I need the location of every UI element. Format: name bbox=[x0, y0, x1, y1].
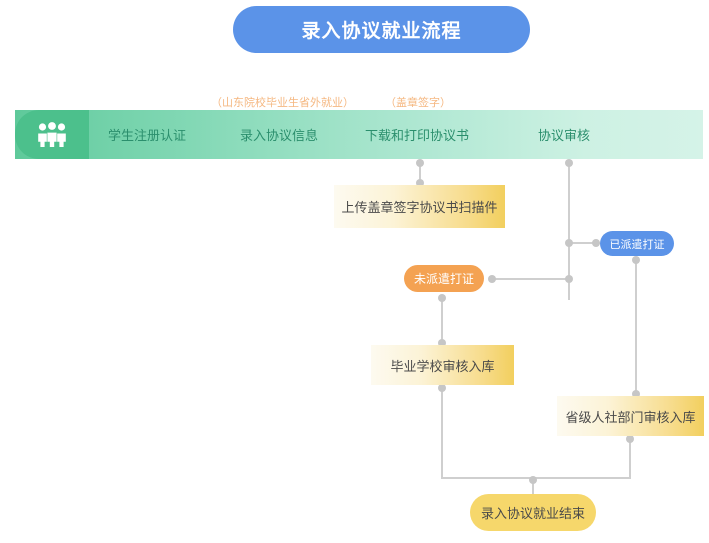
page-title: 录入协议就业流程 bbox=[233, 6, 530, 53]
node-end[interactable]: 录入协议就业结束 bbox=[470, 494, 596, 531]
stage-step-3[interactable]: 协议审核 bbox=[538, 128, 591, 143]
node-province-review[interactable]: 省级人社部门审核入库 bbox=[557, 396, 704, 436]
annotation-shandong: （山东院校毕业生省外就业） bbox=[211, 97, 354, 109]
stage-bar bbox=[15, 110, 703, 159]
annotation-seal-sign: （盖章签字） bbox=[385, 97, 451, 109]
people-group-icon bbox=[35, 121, 69, 148]
node-school-review[interactable]: 毕业学校审核入库 bbox=[371, 345, 514, 385]
node-not-dispatched[interactable]: 未派遣打证 bbox=[404, 265, 484, 292]
stage-step-1[interactable]: 录入协议信息 bbox=[240, 128, 319, 143]
node-dispatched[interactable]: 已派遣打证 bbox=[600, 231, 674, 256]
stage-step-2[interactable]: 下载和打印协议书 bbox=[365, 128, 470, 143]
node-upload[interactable]: 上传盖章签字协议书扫描件 bbox=[334, 185, 505, 228]
stage-step-0[interactable]: 学生注册认证 bbox=[108, 128, 187, 143]
stage-bar-icon-container bbox=[15, 110, 89, 159]
